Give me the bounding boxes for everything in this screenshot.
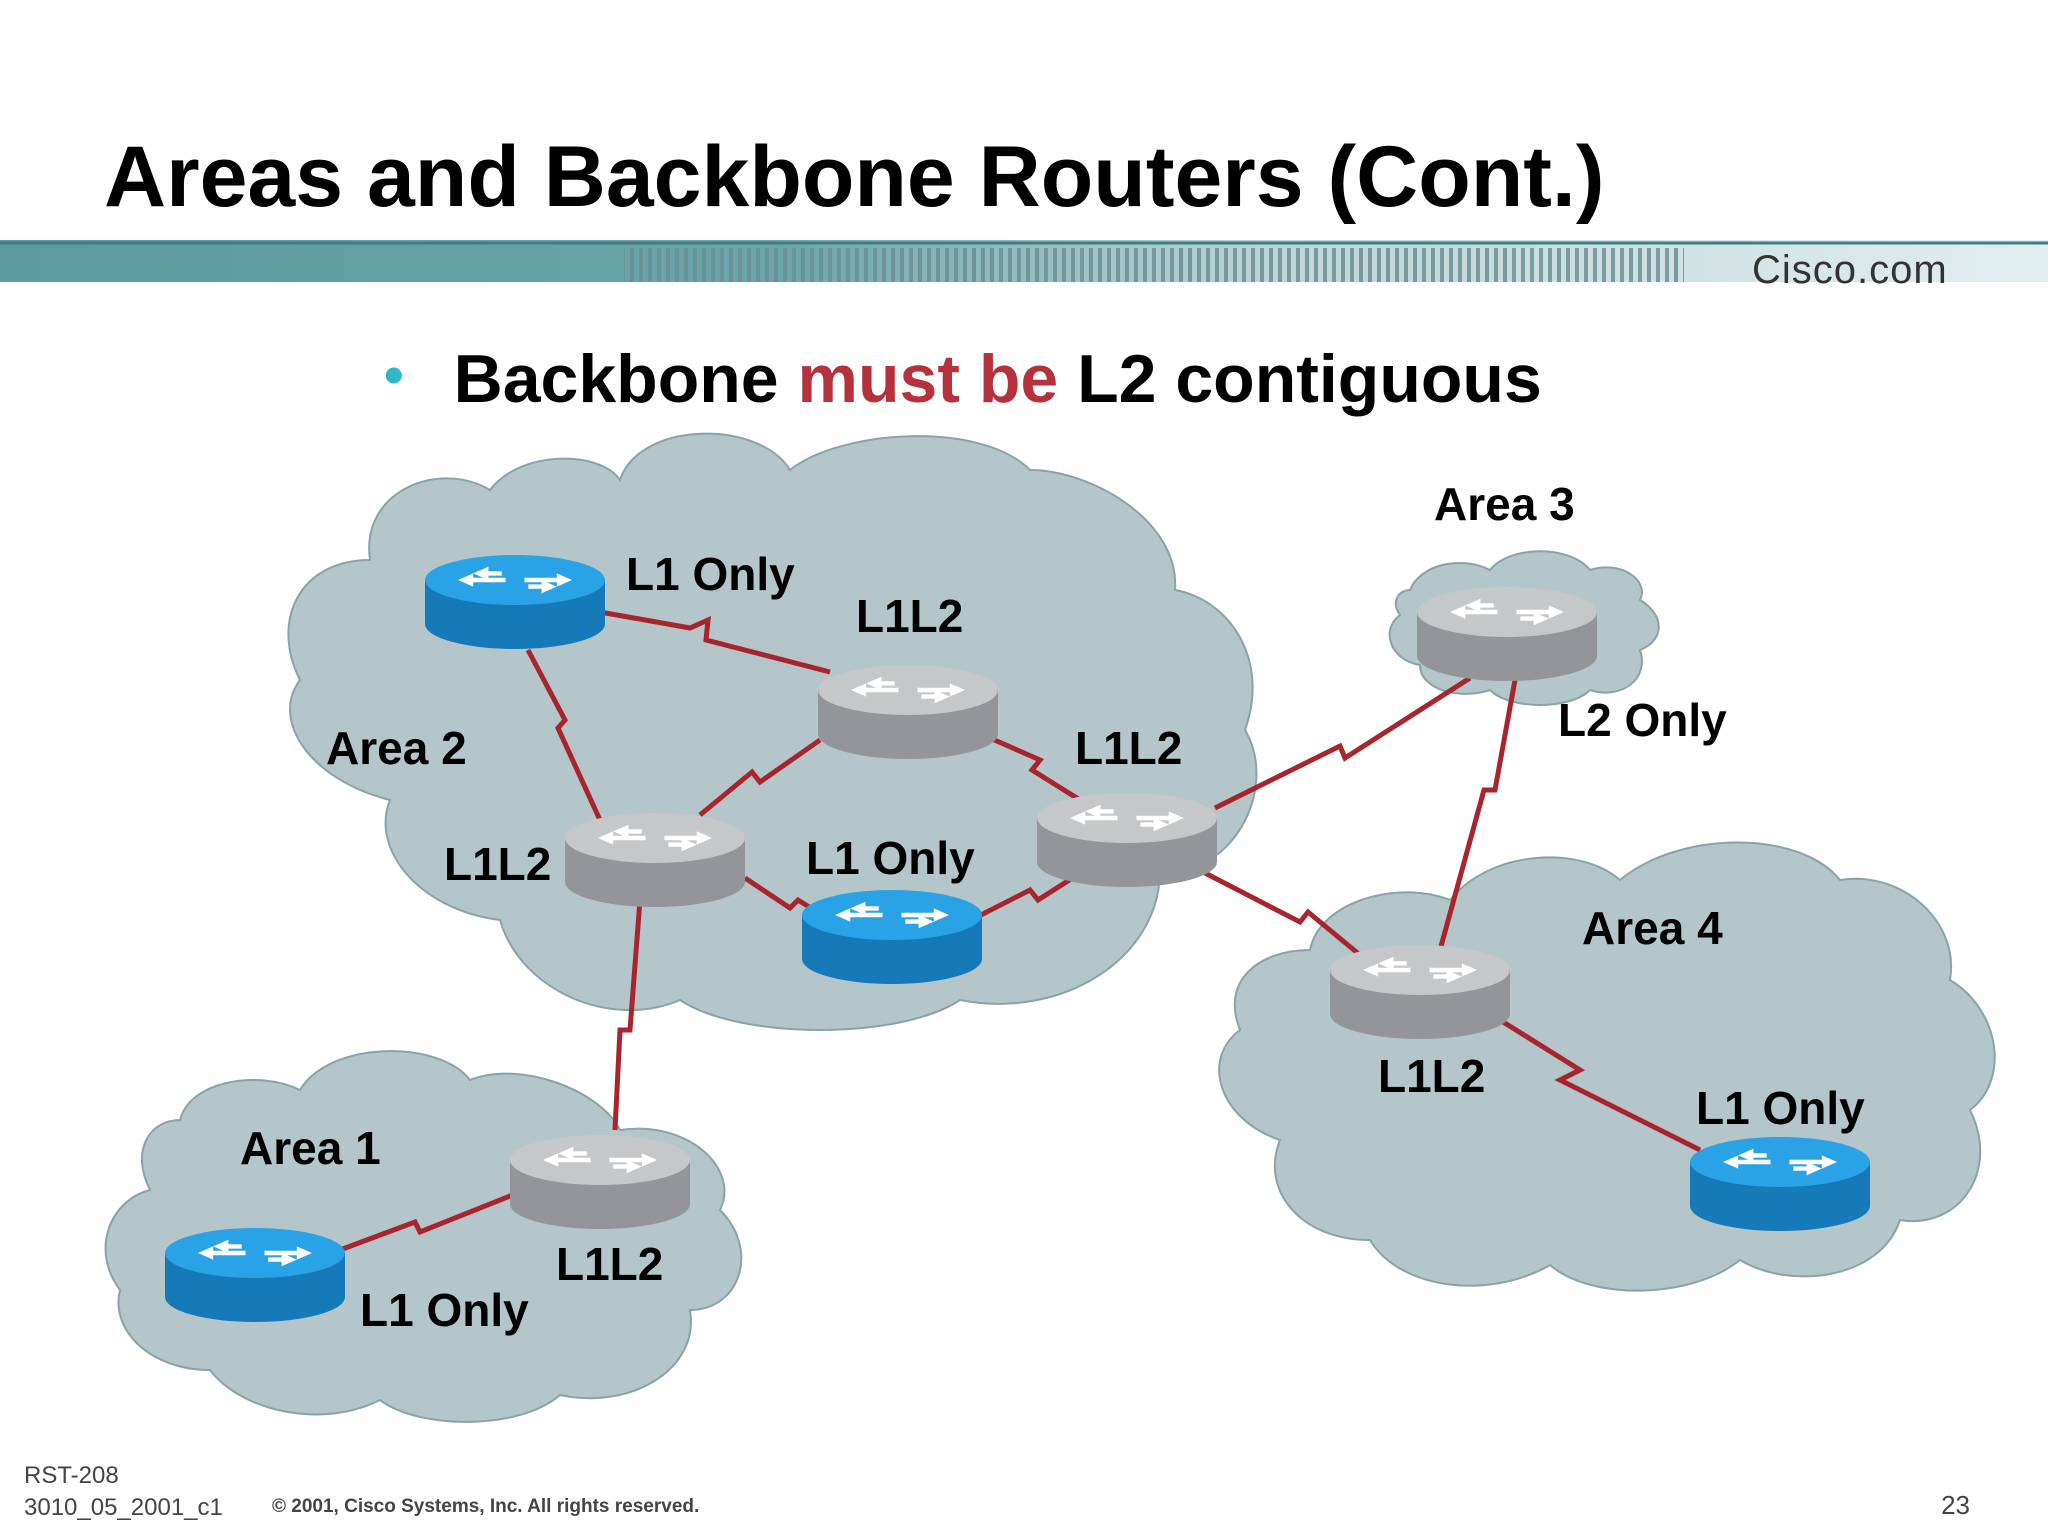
- cisco-brand: Cisco.com: [1752, 248, 1948, 292]
- footer-copyright: © 2001, Cisco Systems, Inc. All rights r…: [272, 1496, 700, 1517]
- link-a2top-a2right: [988, 735, 1082, 803]
- area2-label: Area 2: [326, 722, 467, 774]
- link-a2right-a4: [1203, 870, 1362, 957]
- page-number: 23: [1941, 1490, 1970, 1520]
- router-a4-l1only: [1690, 1137, 1870, 1231]
- footer-code-line1: RST-208: [24, 1462, 119, 1489]
- link-a2top-a2left: [698, 737, 822, 817]
- router-a2-l1l2-right: [1037, 793, 1217, 887]
- a2-l1l2-left-label: L1L2: [444, 838, 551, 890]
- router-a1-l1l2: [510, 1135, 690, 1229]
- a2-l1only-bottom-label: L1 Only: [806, 832, 975, 884]
- router-a4-l1l2: [1330, 945, 1510, 1039]
- router-a2-l1l2-top: [818, 665, 998, 759]
- area4-label: Area 4: [1582, 902, 1723, 954]
- a2-l1l2-top-label: L1L2: [856, 590, 963, 642]
- footer-code-line2: 3010_05_2001_c1: [24, 1494, 223, 1521]
- a1-l1only-label: L1 Only: [360, 1284, 529, 1336]
- bullet-text-highlight: must be: [797, 341, 1059, 417]
- router-a2-l1only-bottom: [802, 890, 982, 984]
- bullet-point: • Backbone must be L2 contiguous: [384, 340, 1542, 418]
- slide-title: Areas and Backbone Routers (Cont.): [104, 129, 1605, 225]
- bullet-icon: •: [384, 343, 404, 406]
- link-a1-a1l1: [339, 1187, 526, 1253]
- link-a2right-a3: [1213, 675, 1472, 811]
- a2-l1only-top-label: L1 Only: [626, 548, 795, 600]
- router-a2-l1only-top: [425, 555, 605, 649]
- router-a3-l2only: [1417, 587, 1597, 681]
- link-a2left-a1: [612, 899, 643, 1131]
- links: [339, 609, 1702, 1253]
- a3-l2only-label: L2 Only: [1558, 694, 1727, 746]
- link-a3-a4: [1437, 679, 1518, 951]
- a4-l1l2-label: L1L2: [1378, 1050, 1485, 1102]
- router-a2-l1l2-left: [565, 813, 745, 907]
- footer-session-code: RST-208 3010_05_2001_c1: [24, 1460, 223, 1524]
- area3-label: Area 3: [1434, 478, 1575, 530]
- bullet-text-part1: Backbone: [453, 341, 798, 417]
- a2-l1l2-right-label: L1L2: [1075, 722, 1182, 774]
- link-a2l1top-a2left: [525, 648, 603, 822]
- link-a4-a4l1: [1498, 1017, 1702, 1153]
- link-a2l1top-a2top: [599, 609, 831, 675]
- router-a1-l1only: [165, 1228, 345, 1322]
- area1-label: Area 1: [240, 1122, 381, 1174]
- header-accent-bar: [0, 240, 2048, 282]
- bullet-text-part3: L2 contiguous: [1058, 341, 1542, 417]
- a1-l1l2-label: L1L2: [556, 1238, 663, 1290]
- a4-l1only-label: L1 Only: [1696, 1082, 1865, 1134]
- link-a2l1bot-a2right: [973, 867, 1087, 921]
